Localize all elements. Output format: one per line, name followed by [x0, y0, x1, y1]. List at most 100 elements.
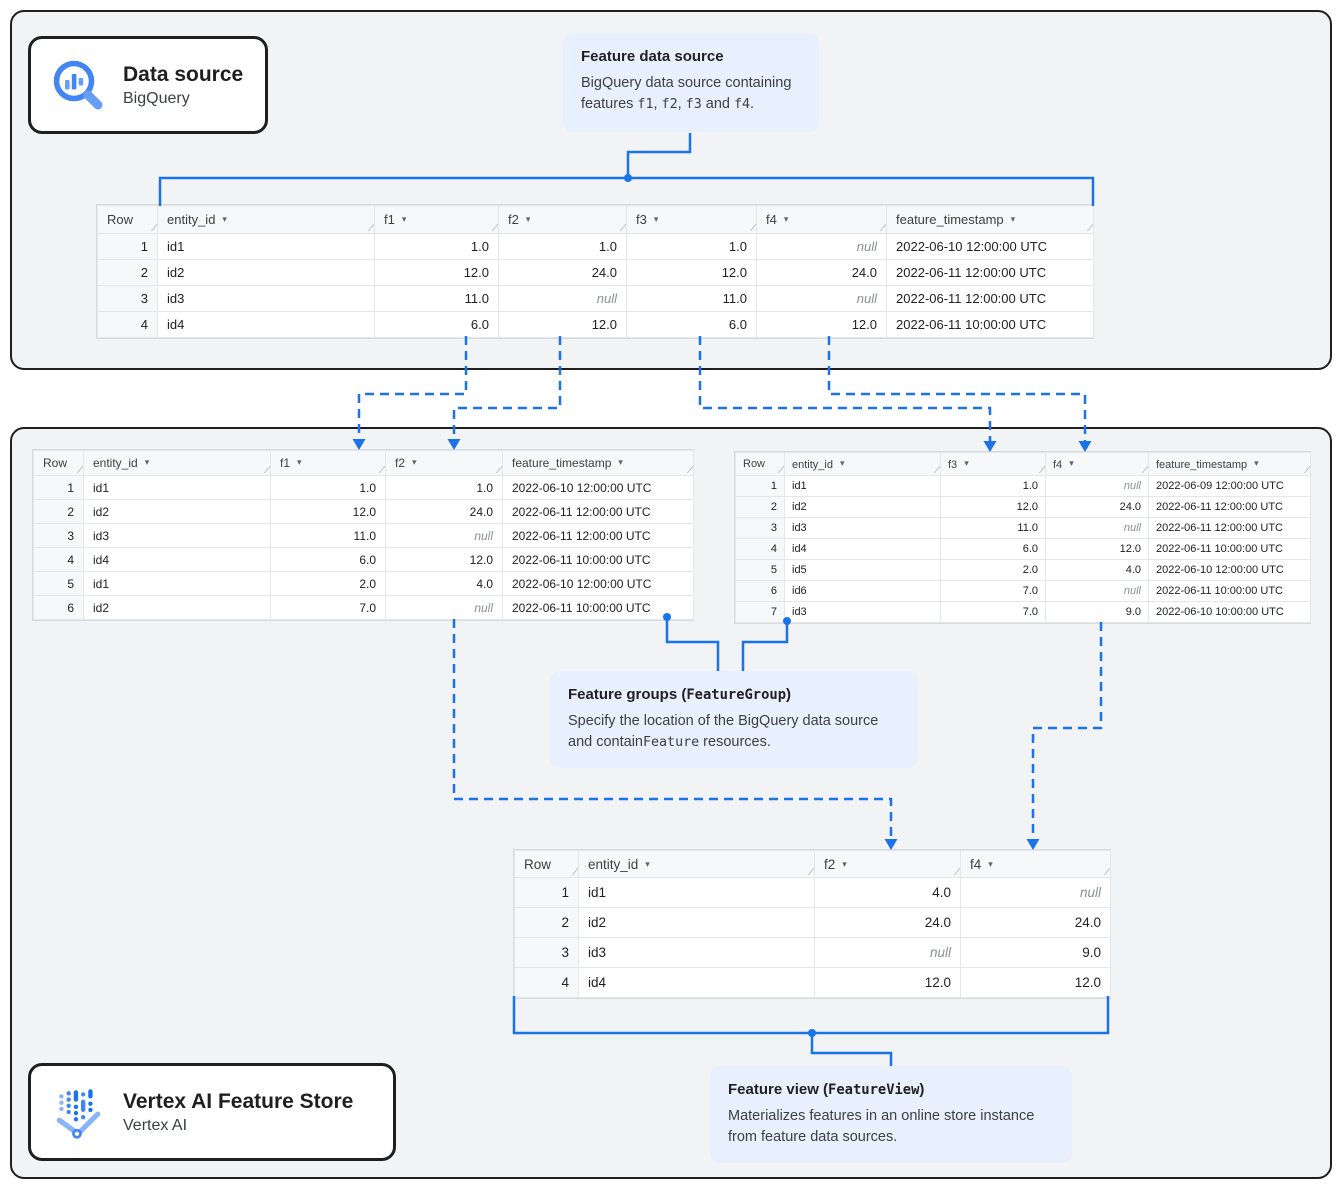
text-run: and	[701, 96, 734, 113]
cell-entity_id: id3	[784, 517, 941, 539]
sort-caret-icon[interactable]: ▾	[1069, 457, 1074, 468]
cell-f3: 7.0	[940, 601, 1046, 623]
sort-caret-icon[interactable]: ▾	[964, 457, 969, 468]
column-header-Row: Row⁄⁄	[97, 205, 158, 234]
cell-entity_id: id4	[784, 538, 941, 560]
cell-f3: 12.0	[940, 496, 1046, 518]
cell-f1: 11.0	[270, 523, 386, 548]
column-header-f1[interactable]: f1▾⁄⁄	[374, 205, 499, 234]
sort-caret-icon[interactable]: ▾	[842, 858, 847, 869]
cell-f4: null	[1045, 517, 1149, 539]
sort-caret-icon[interactable]: ▾	[988, 858, 993, 869]
sort-caret-icon[interactable]: ▾	[645, 858, 650, 869]
sort-caret-icon[interactable]: ▾	[1010, 214, 1016, 224]
column-header-f4[interactable]: f4▾⁄⁄	[960, 850, 1111, 878]
cell-f4: 24.0	[1045, 496, 1149, 518]
code-run: f2	[661, 97, 678, 113]
sort-caret-icon[interactable]: ▾	[222, 214, 227, 224]
text-run: )	[786, 686, 792, 703]
column-header-entity_id[interactable]: entity_id▾⁄⁄	[578, 850, 815, 878]
sort-caret-icon[interactable]: ▾	[653, 214, 659, 224]
sort-caret-icon[interactable]: ▾	[839, 457, 845, 468]
column-header-feature_timestamp[interactable]: feature_timestamp▾⁄⁄	[502, 450, 694, 476]
feature-data-source-callout: Feature data source BigQuery data source…	[563, 33, 819, 132]
cell-Row: 1	[514, 877, 579, 908]
callout-body: Specify the location of the BigQuery dat…	[568, 711, 900, 753]
cell-f1: 2.0	[270, 571, 386, 596]
results-table: Row⁄⁄entity_id▾⁄⁄f1▾⁄⁄f2▾⁄⁄f3▾⁄⁄f4▾⁄⁄fea…	[97, 205, 1094, 338]
column-header-f2[interactable]: f2▾⁄⁄	[385, 450, 503, 476]
sort-caret-icon[interactable]: ▾	[297, 457, 302, 467]
feature-group-table-f3-f4: Row⁄⁄entity_id▾⁄⁄f3▾⁄⁄f4▾⁄⁄feature_times…	[735, 452, 1311, 623]
column-header-f4[interactable]: f4▾⁄⁄	[756, 205, 887, 234]
column-header-f4[interactable]: f4▾⁄⁄	[1045, 452, 1149, 476]
cell-Row: 5	[33, 571, 84, 596]
sort-caret-icon[interactable]: ▾	[401, 214, 407, 224]
column-header-f2[interactable]: f2▾⁄⁄	[814, 850, 961, 878]
cell-Row: 3	[514, 937, 579, 968]
cell-entity_id: id2	[157, 259, 375, 286]
cell-f1: 1.0	[270, 475, 386, 500]
column-header-entity_id[interactable]: entity_id▾⁄⁄	[83, 450, 271, 476]
sort-caret-icon[interactable]: ▾	[1254, 457, 1259, 468]
cell-entity_id: id5	[784, 559, 941, 581]
cell-Row: 3	[735, 517, 785, 539]
cell-feature_timestamp: 2022-06-11 12:00:00 UTC	[1148, 517, 1311, 539]
column-label: f2	[395, 456, 406, 470]
cell-f4: 9.0	[960, 937, 1111, 968]
sort-caret-icon[interactable]: ▾	[412, 457, 417, 467]
column-label: Row	[743, 458, 766, 470]
column-header-f3[interactable]: f3▾⁄⁄	[940, 452, 1046, 476]
sort-caret-icon[interactable]: ▾	[144, 457, 150, 467]
sort-caret-icon[interactable]: ▾	[783, 214, 789, 224]
column-header-f1[interactable]: f1▾⁄⁄	[270, 450, 386, 476]
cell-feature_timestamp: 2022-06-11 12:00:00 UTC	[502, 523, 694, 548]
cell-f2: 24.0	[385, 499, 503, 524]
cell-f2: 1.0	[385, 475, 503, 500]
cell-f3: 1.0	[626, 233, 757, 260]
code-run: FeatureGroup	[686, 687, 787, 703]
column-header-entity_id[interactable]: entity_id▾⁄⁄	[157, 205, 375, 234]
cell-f1: 7.0	[270, 595, 386, 620]
text-run: .	[750, 96, 755, 113]
feature-groups-callout: Feature groups (FeatureGroup) Specify th…	[550, 671, 918, 769]
column-label: f3	[948, 458, 958, 471]
column-header-entity_id[interactable]: entity_id▾⁄⁄	[784, 452, 941, 476]
cell-entity_id: id3	[83, 523, 271, 548]
cell-f3: 7.0	[940, 580, 1046, 602]
cell-entity_id: id2	[83, 499, 271, 524]
cell-f4: 24.0	[960, 907, 1111, 938]
code-run: f4	[733, 97, 751, 113]
results-table: Row⁄⁄entity_id▾⁄⁄f1▾⁄⁄f2▾⁄⁄feature_times…	[33, 450, 694, 620]
sort-caret-icon[interactable]: ▾	[618, 457, 623, 467]
cell-f3: 11.0	[940, 517, 1046, 539]
column-header-f3[interactable]: f3▾⁄⁄	[626, 205, 757, 234]
column-header-f2[interactable]: f2▾⁄⁄	[498, 205, 627, 234]
cell-entity_id: id1	[578, 877, 815, 908]
cell-f2: null	[498, 285, 627, 312]
vertex-ai-feature-store-card: Vertex AI Feature Store Vertex AI	[28, 1063, 396, 1161]
cell-entity_id: id4	[157, 311, 375, 338]
text-run: Feature view (	[728, 1081, 829, 1098]
column-header-feature_timestamp[interactable]: feature_timestamp▾⁄⁄	[886, 205, 1094, 234]
cell-feature_timestamp: 2022-06-11 10:00:00 UTC	[1148, 580, 1311, 602]
sort-caret-icon[interactable]: ▾	[525, 214, 531, 224]
cell-f4: 4.0	[1045, 559, 1149, 581]
cell-entity_id: id3	[784, 601, 941, 623]
column-header-feature_timestamp[interactable]: feature_timestamp▾⁄⁄	[1148, 452, 1311, 476]
cell-entity_id: id4	[578, 967, 815, 998]
cell-feature_timestamp: 2022-06-11 12:00:00 UTC	[1148, 496, 1311, 518]
cell-Row: 7	[735, 601, 785, 623]
column-label: f4	[970, 856, 982, 872]
cell-f4: null	[756, 233, 887, 260]
